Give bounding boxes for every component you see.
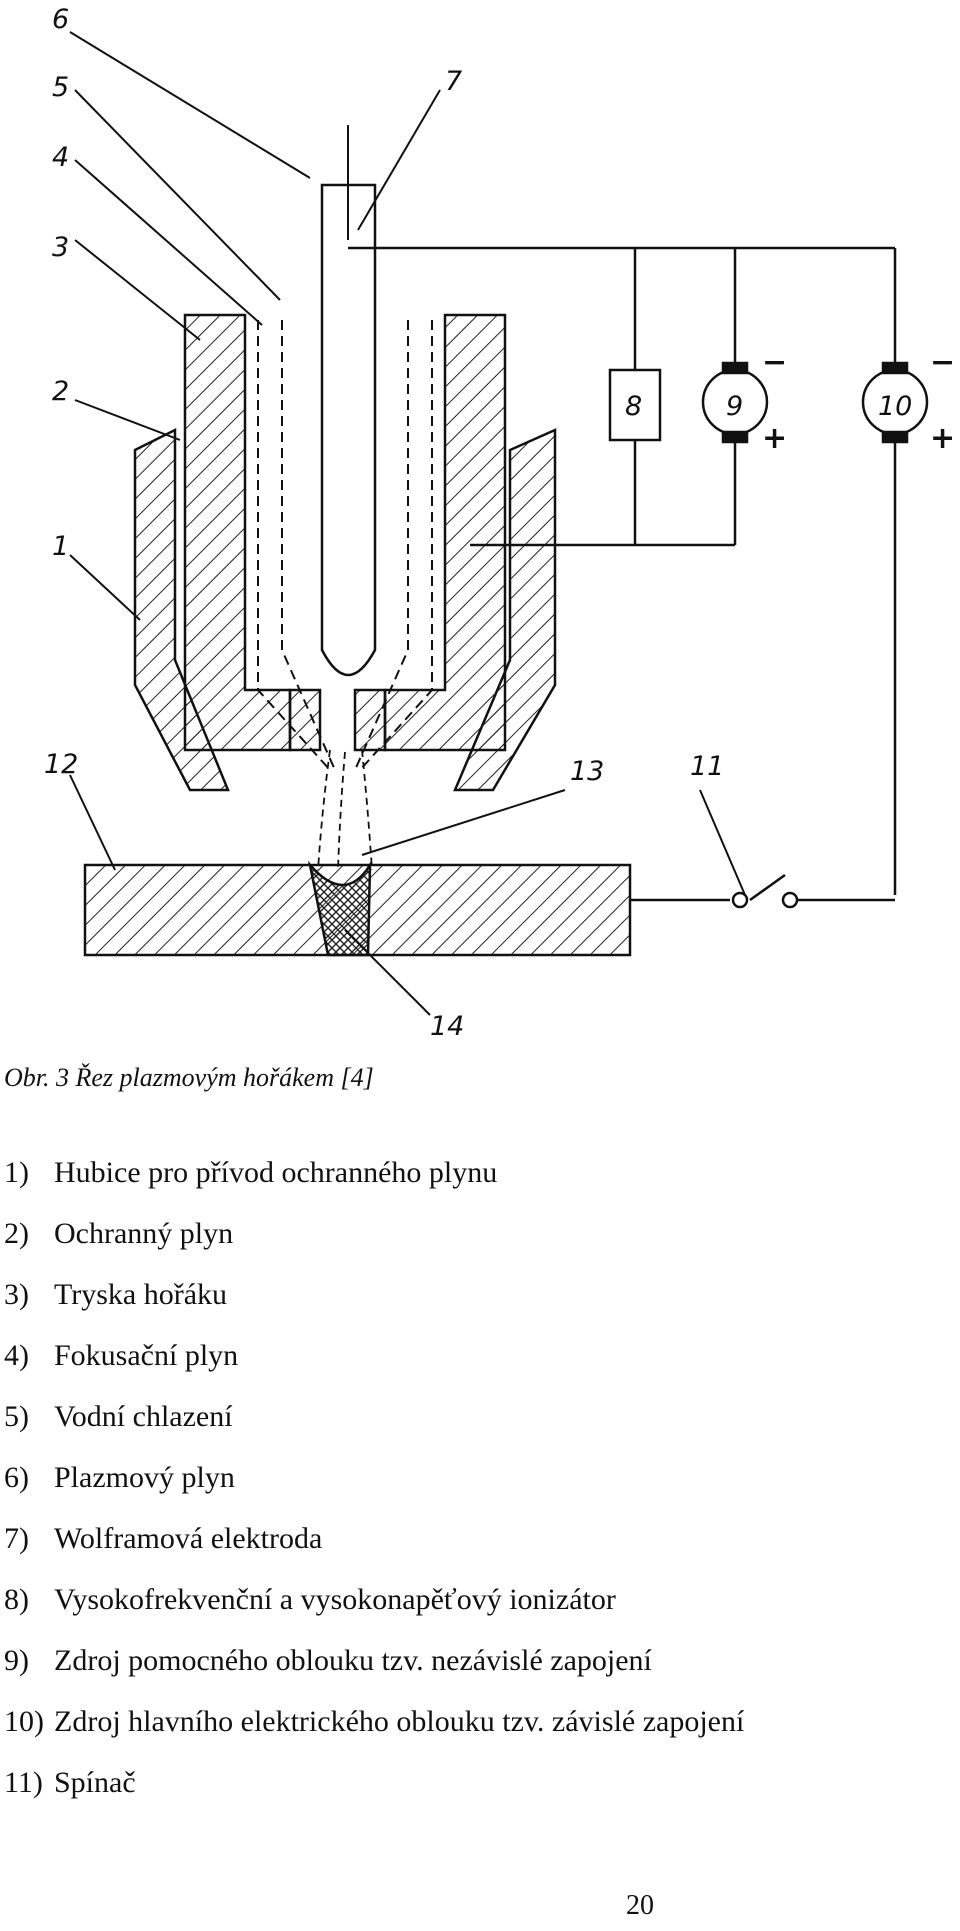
callout-labels: 6 5 4 3 2 1 7 8 9 10 11 12 13 14 [44, 4, 912, 1042]
legend-number: 6) [4, 1461, 29, 1494]
callout-11: 11 [690, 751, 724, 782]
legend-number: 1) [4, 1156, 29, 1189]
callout-2: 2 [52, 376, 69, 407]
legend-text: Hubice pro přívod ochranného plynu [54, 1156, 498, 1189]
page-number: 20 [626, 1890, 654, 1921]
electrical-circuit [348, 246, 929, 909]
legend-text: Vodní chlazení [54, 1400, 233, 1433]
legend-number: 8) [4, 1583, 29, 1616]
source-10-plus: + [930, 421, 955, 456]
legend-item: 10) Zdroj hlavního elektrického oblouku t… [0, 1697, 960, 1758]
legend-text: Zdroj hlavního elektrického oblouku tzv.… [54, 1705, 745, 1738]
legend-number: 5) [4, 1400, 29, 1433]
legend-item: 7) Wolframová elektroda [0, 1514, 960, 1575]
legend-item: 4) Fokusační plyn [0, 1331, 960, 1392]
tungsten-electrode [320, 125, 377, 677]
legend-item: 3) Tryska hořáku [0, 1270, 960, 1331]
callout-4: 4 [52, 142, 69, 173]
legend-number: 2) [4, 1217, 29, 1250]
legend-item: 5) Vodní chlazení [0, 1392, 960, 1453]
legend-item: 6) Plazmový plyn [0, 1453, 960, 1514]
source-10-minus: − [930, 345, 955, 380]
leader-lines [69, 31, 746, 1016]
gas-channels [257, 320, 433, 771]
callout-1: 1 [52, 531, 69, 562]
workpiece [83, 860, 632, 957]
callout-7: 7 [445, 66, 462, 97]
legend-text: Wolframová elektroda [54, 1522, 323, 1555]
legend-item: 8) Vysokofrekvenční a vysokonapěťový ioni… [0, 1575, 960, 1636]
legend-item: 11) Spínač [0, 1758, 960, 1819]
shielding-gas-nozzle [133, 427, 557, 792]
legend-text: Vysokofrekvenční a vysokonapěťový ionizá… [54, 1583, 616, 1616]
callout-10: 10 [878, 391, 912, 422]
legend-number: 3) [4, 1278, 29, 1311]
callout-14: 14 [430, 1011, 464, 1042]
legend-text: Zdroj pomocného oblouku tzv. nezávislé z… [54, 1644, 652, 1677]
polarity-marks: − + − + [762, 345, 955, 456]
figure-caption: Obr. 3 Řez plazmovým hořákem [4] [4, 1063, 374, 1092]
callout-8: 8 [625, 391, 642, 422]
source-9-minus: − [762, 345, 787, 380]
torch-nozzle [183, 313, 507, 752]
legend-text: Plazmový plyn [54, 1461, 235, 1494]
legend-item: 1) Hubice pro přívod ochranného plynu [0, 1148, 960, 1209]
source-9-plus: + [762, 421, 787, 456]
legend-text: Tryska hořáku [54, 1278, 228, 1311]
callout-5: 5 [52, 72, 69, 103]
callout-13: 13 [570, 756, 604, 787]
parts-legend: 1) Hubice pro přívod ochranného plynu 2) O… [0, 1148, 960, 1819]
callout-3: 3 [52, 232, 69, 263]
legend-number: 9) [4, 1644, 29, 1677]
callout-9: 9 [726, 391, 743, 422]
callout-6: 6 [52, 4, 69, 35]
legend-number: 7) [4, 1522, 29, 1555]
legend-number: 4) [4, 1339, 29, 1372]
callout-12: 12 [44, 749, 78, 780]
plasma-torch-cross-section-figure: 6 5 4 3 2 1 7 8 9 10 11 12 13 14 − + − + [44, 4, 955, 1042]
legend-text: Ochranný plyn [54, 1217, 234, 1250]
legend-number: 11) [4, 1766, 43, 1799]
legend-item: 9) Zdroj pomocného oblouku tzv. nezávislé… [0, 1636, 960, 1697]
legend-text: Spínač [54, 1766, 136, 1799]
plasma-arc [317, 749, 373, 871]
legend-text: Fokusační plyn [54, 1339, 239, 1372]
legend-item: 2) Ochranný plyn [0, 1209, 960, 1270]
plasma-torch-diagram: 6 5 4 3 2 1 7 8 9 10 11 12 13 14 − + − + [44, 4, 955, 1042]
legend-number: 10) [4, 1705, 44, 1738]
